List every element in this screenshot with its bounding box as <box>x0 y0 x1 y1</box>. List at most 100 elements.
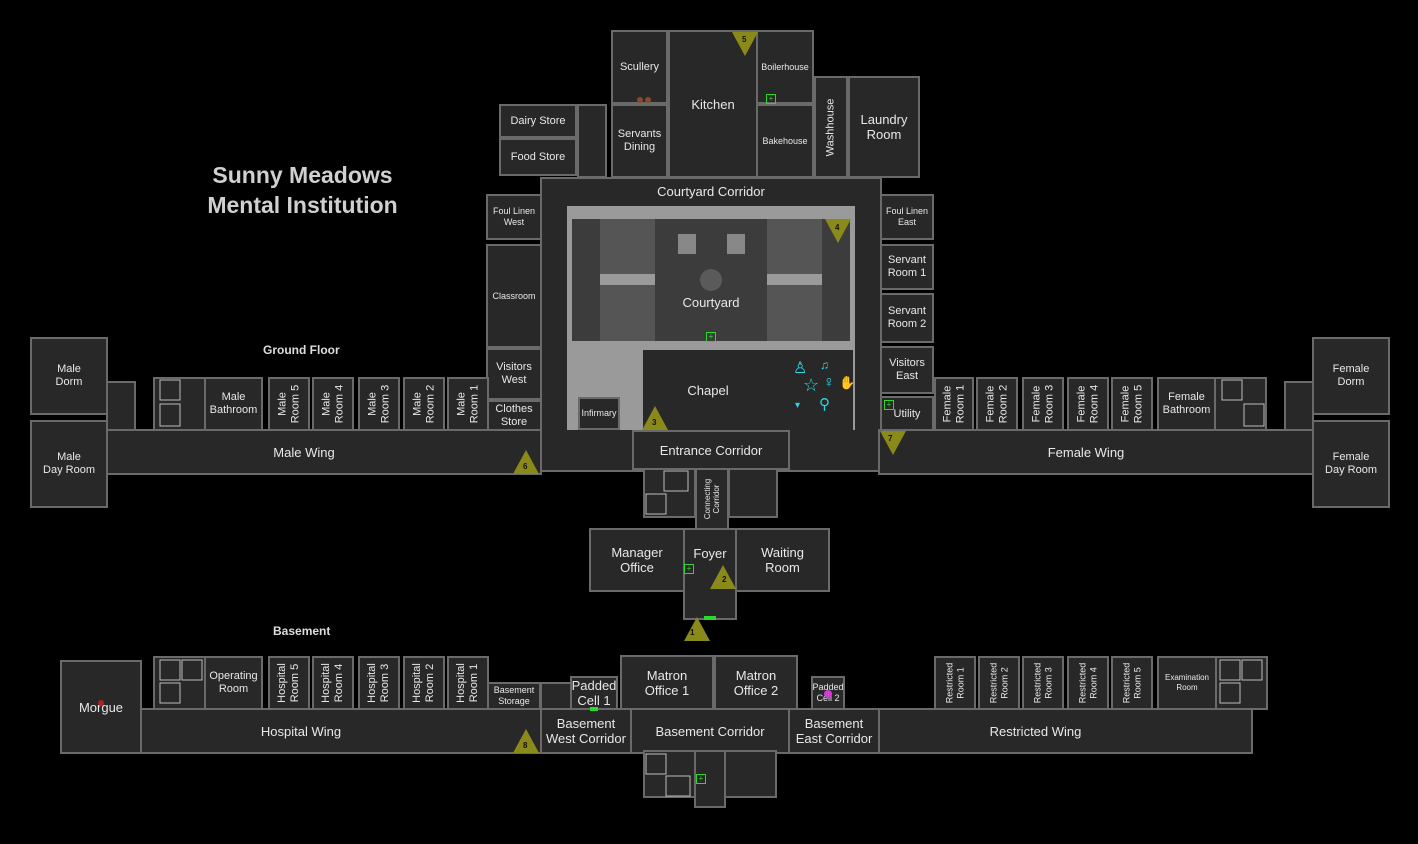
marker-6-label: 6 <box>523 462 528 471</box>
servants-dining[interactable]: Servants Dining <box>611 104 668 178</box>
classroom[interactable]: Classroom <box>486 244 542 348</box>
female-bathroom[interactable]: Female Bathroom <box>1157 377 1216 431</box>
marker-icon[interactable] <box>684 617 710 641</box>
blood-icon <box>98 700 104 706</box>
infirmary[interactable]: Infirmary <box>578 397 620 430</box>
marker-icon[interactable] <box>710 565 736 589</box>
marker-4-label: 4 <box>835 223 840 232</box>
operating-room[interactable]: Operating Room <box>204 656 263 710</box>
male-room-4[interactable]: Male Room 4 <box>312 377 354 431</box>
male-room-3[interactable]: Male Room 3 <box>358 377 400 431</box>
female-wing[interactable]: Female Wing <box>878 429 1314 475</box>
marker-8-label: 8 <box>523 741 528 750</box>
scullery[interactable]: Scullery <box>611 30 668 104</box>
restricted-room-2[interactable]: Restricted Room 2 <box>978 656 1020 710</box>
hospital-room-1[interactable]: Hospital Room 1 <box>447 656 489 710</box>
visitors-west[interactable]: Visitors West <box>486 348 542 400</box>
marker-icon[interactable] <box>880 431 906 455</box>
ghost-writing-icon: ♙ <box>793 360 808 377</box>
ground-floor-label: Ground Floor <box>263 343 340 357</box>
marker-icon[interactable] <box>732 32 758 56</box>
fuse-box-icon[interactable]: + <box>884 400 894 410</box>
entrance-stairwell[interactable] <box>643 468 696 518</box>
matron-office-1[interactable]: Matron Office 1 <box>620 655 714 710</box>
courtyard-bed <box>572 219 600 341</box>
female-room-4[interactable]: Female Room 4 <box>1067 377 1109 431</box>
restricted-room-4[interactable]: Restricted Room 4 <box>1067 656 1109 710</box>
fountain-icon <box>700 269 722 291</box>
bakehouse[interactable]: Bakehouse <box>756 104 814 178</box>
fuse-box-icon[interactable]: + <box>766 94 776 104</box>
pentagram-icon: ☆ <box>803 375 820 395</box>
courtyard-bed <box>600 285 655 341</box>
foul-linen-east[interactable]: Foul Linen East <box>880 194 934 240</box>
map-title-line-1: Sunny Meadows <box>212 162 393 188</box>
male-room-2[interactable]: Male Room 2 <box>403 377 445 431</box>
ghost-orb-icon <box>824 690 832 698</box>
hand-icon: ✋ <box>839 375 856 390</box>
marker-icon[interactable] <box>513 450 539 474</box>
fuse-box-icon[interactable]: + <box>696 774 706 784</box>
courtyard-corridor[interactable]: Courtyard Corridor <box>540 177 882 203</box>
female-room-1[interactable]: Female Room 1 <box>934 377 974 431</box>
map-title-line-2: Mental Institution <box>207 192 398 218</box>
hospital-room-5[interactable]: Hospital Room 5 <box>268 656 310 710</box>
fuse-box-icon[interactable]: + <box>706 332 716 342</box>
chapel[interactable]: Chapel <box>643 350 853 430</box>
visitors-east[interactable]: Visitors East <box>880 346 934 394</box>
waiting-room[interactable]: Waiting Room <box>735 528 830 592</box>
north-passage <box>577 104 607 178</box>
restricted-room-1[interactable]: Restricted Room 1 <box>934 656 976 710</box>
marker-icon[interactable] <box>513 729 539 753</box>
entrance-side-room <box>728 468 778 518</box>
marker-1-label: 1 <box>690 628 695 637</box>
female-room-5[interactable]: Female Room 5 <box>1111 377 1153 431</box>
door-icon <box>590 707 598 711</box>
female-room-3[interactable]: Female Room 3 <box>1022 377 1064 431</box>
male-day-room[interactable]: Male Day Room <box>30 420 108 508</box>
servant-room-2[interactable]: Servant Room 2 <box>880 293 934 343</box>
dairy-store[interactable]: Dairy Store <box>499 104 577 138</box>
hospital-room-4[interactable]: Hospital Room 4 <box>312 656 354 710</box>
marker-2-label: 2 <box>722 575 727 584</box>
basement-south-passage <box>694 750 726 808</box>
manager-office[interactable]: Manager Office <box>589 528 685 592</box>
fuse-box-icon[interactable]: + <box>684 564 694 574</box>
basement-label: Basement <box>273 624 331 638</box>
restricted-wing[interactable]: Restricted Wing <box>878 708 1253 754</box>
male-bathroom[interactable]: Male Bathroom <box>204 377 263 431</box>
female-dorm[interactable]: Female Dorm <box>1312 337 1390 415</box>
female-day-room[interactable]: Female Day Room <box>1312 420 1390 508</box>
marker-5-label: 5 <box>742 35 747 44</box>
marker-3-label: 3 <box>652 418 657 427</box>
hospital-room-3[interactable]: Hospital Room 3 <box>358 656 400 710</box>
restricted-room-3[interactable]: Restricted Room 3 <box>1022 656 1064 710</box>
male-room-1[interactable]: Male Room 1 <box>447 377 489 431</box>
restricted-room-5[interactable]: Restricted Room 5 <box>1111 656 1153 710</box>
morgue[interactable]: Morgue <box>60 660 142 754</box>
male-dorm[interactable]: Male Dorm <box>30 337 108 415</box>
basement-storage[interactable]: Basement Storage <box>487 682 541 710</box>
hospital-room-2[interactable]: Hospital Room 2 <box>403 656 445 710</box>
foul-linen-west[interactable]: Foul Linen West <box>486 194 542 240</box>
female-room-2[interactable]: Female Room 2 <box>976 377 1018 431</box>
laundry-room[interactable]: Laundry Room <box>848 76 920 178</box>
connecting-corridor[interactable]: Connecting Corridor <box>695 468 729 530</box>
basement-west-corridor[interactable]: Basement West Corridor <box>540 708 632 754</box>
basement-east-corridor[interactable]: Basement East Corridor <box>788 708 880 754</box>
front-door-icon[interactable] <box>704 616 716 620</box>
food-store[interactable]: Food Store <box>499 138 577 176</box>
marker-icon[interactable] <box>825 219 851 243</box>
marker-icon[interactable] <box>642 406 668 430</box>
stairs-icon <box>159 379 1265 797</box>
male-room-5[interactable]: Male Room 5 <box>268 377 310 431</box>
courtyard-bed <box>767 219 822 274</box>
washhouse[interactable]: Washhouse <box>814 76 848 178</box>
servant-room-1[interactable]: Servant Room 1 <box>880 244 934 290</box>
padded-cell-1[interactable]: Padded Cell 1 <box>570 676 618 710</box>
boilerhouse[interactable]: Boilerhouse <box>756 30 814 104</box>
map-title: Sunny Meadows Mental Institution <box>165 160 440 220</box>
courtyard-bed <box>600 219 655 274</box>
mirror-icon: ⚲ <box>819 396 830 413</box>
male-wing[interactable]: Male Wing <box>106 429 542 475</box>
